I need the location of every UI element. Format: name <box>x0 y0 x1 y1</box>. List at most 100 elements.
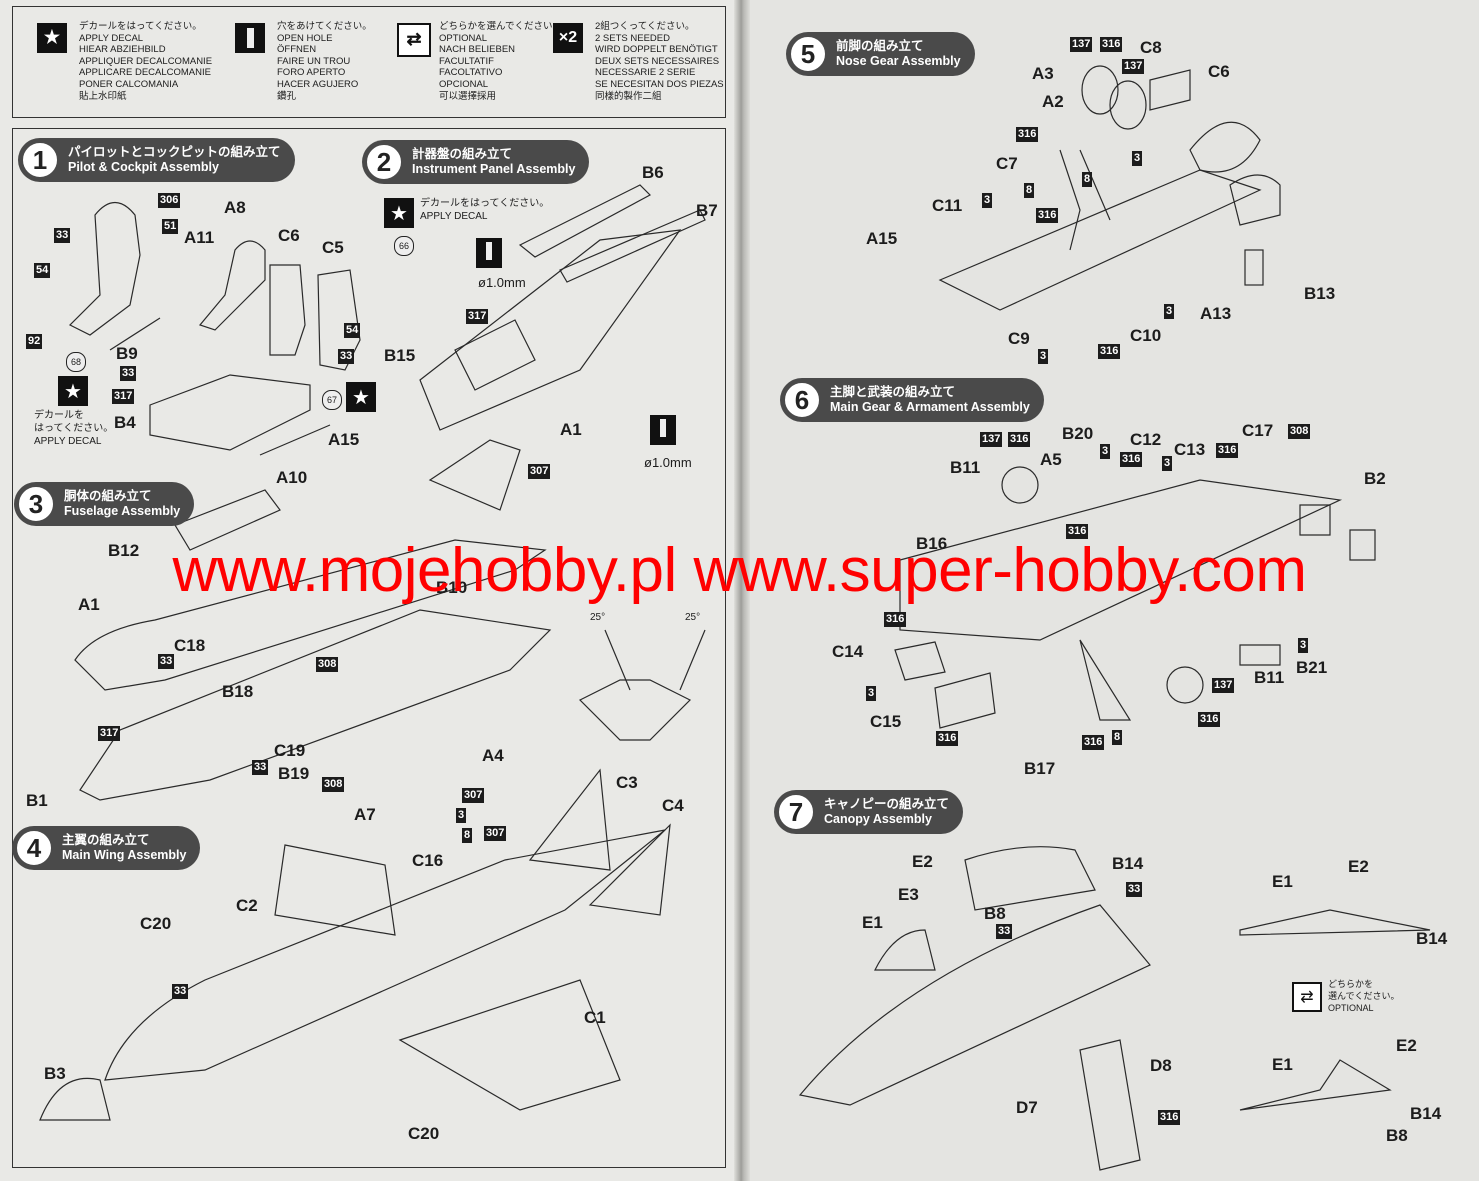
decal-number: 308 <box>322 777 345 792</box>
part-label: B16 <box>916 534 948 553</box>
part-label: B19 <box>278 764 310 783</box>
part-label: C12 <box>1130 430 1162 449</box>
part-label: C10 <box>1130 326 1162 345</box>
part-label: B9 <box>116 344 138 363</box>
optional-arrows-icon: ⇄ <box>1292 982 1322 1012</box>
part-label: A1 <box>78 595 100 614</box>
decal-number: 137 <box>980 432 1003 447</box>
part-label: E1 <box>1272 1055 1293 1074</box>
part-label: B12 <box>108 541 140 560</box>
two-sets-icon: ×2 <box>553 23 583 53</box>
decal-number: 316 <box>1066 524 1089 539</box>
drill-hole-icon <box>235 23 265 53</box>
decal-number: 137 <box>1070 37 1093 52</box>
decal-number: 307 <box>484 826 507 841</box>
decal-number: 8 <box>1112 730 1123 745</box>
star-icon: ★ <box>384 198 414 228</box>
part-label: A7 <box>354 805 376 824</box>
star-icon: ★ <box>37 23 67 53</box>
part-label: B2 <box>1364 469 1386 488</box>
decal-number: 3 <box>982 193 993 208</box>
part-label: C7 <box>996 154 1018 173</box>
part-label: C19 <box>274 741 306 760</box>
decal-number: 308 <box>1288 424 1311 439</box>
part-label: C14 <box>832 642 864 661</box>
part-label: D8 <box>1150 1056 1172 1075</box>
decal-number: 8 <box>462 828 473 843</box>
drill-hole-icon <box>476 238 502 268</box>
part-label: B21 <box>1296 658 1328 677</box>
decal-number: 3 <box>866 686 877 701</box>
decal-number: 33 <box>1126 882 1143 897</box>
part-label: B13 <box>1304 284 1336 303</box>
circled-decal-number: 68 <box>66 352 86 372</box>
circled-decal-number: 67 <box>322 390 342 410</box>
part-label: C8 <box>1140 38 1162 57</box>
part-label: B10 <box>436 578 468 597</box>
part-label: A2 <box>1042 92 1064 111</box>
decal-number: 33 <box>996 924 1013 939</box>
decal-number: 316 <box>1098 344 1121 359</box>
decal-number: 316 <box>1036 208 1059 223</box>
decal-number: 137 <box>1122 59 1145 74</box>
decal-number: 33 <box>158 654 175 669</box>
decal-number: 3 <box>1132 151 1143 166</box>
decal-number: 316 <box>1120 452 1143 467</box>
part-label: A4 <box>482 746 504 765</box>
decal-number: 3 <box>1162 456 1173 471</box>
part-label: D7 <box>1016 1098 1038 1117</box>
decal-number: 54 <box>34 263 51 278</box>
decal-number: 307 <box>462 788 485 803</box>
part-label: C20 <box>408 1124 440 1143</box>
decal-number: 33 <box>120 366 137 381</box>
part-label: B11 <box>950 458 981 477</box>
decal-number: 316 <box>1016 127 1039 142</box>
decal-number: 137 <box>1212 678 1235 693</box>
watermark-text: www.mojehobby.pl www.super-hobby.com <box>172 536 1307 605</box>
decal-number: 316 <box>1216 443 1239 458</box>
decal-number: 3 <box>456 808 467 823</box>
decal-number: 54 <box>344 323 361 338</box>
part-label: B6 <box>642 163 664 182</box>
decal-number: 316 <box>1158 1110 1181 1125</box>
decal-number: 317 <box>112 389 135 404</box>
decal-number: 33 <box>338 349 355 364</box>
decal-number: 33 <box>252 760 269 775</box>
decal-number: 92 <box>26 334 43 349</box>
decal-number: 317 <box>466 309 489 324</box>
part-label: E2 <box>1396 1036 1417 1055</box>
decal-number: 308 <box>316 657 339 672</box>
part-label: C16 <box>412 851 444 870</box>
part-label: A1 <box>560 420 582 439</box>
part-label: C15 <box>870 712 902 731</box>
part-label: C5 <box>322 238 344 257</box>
book-gutter <box>734 0 750 1181</box>
part-label: C20 <box>140 914 172 933</box>
decal-number: 316 <box>884 612 907 627</box>
part-label: A8 <box>224 198 246 217</box>
part-label: B11 <box>1254 668 1285 687</box>
decal-number: 316 <box>1100 37 1123 52</box>
part-label: B8 <box>984 904 1006 923</box>
part-label: C1 <box>584 1008 606 1027</box>
part-label: B8 <box>1386 1126 1408 1145</box>
part-label: E1 <box>1272 872 1293 891</box>
part-label: B15 <box>384 346 416 365</box>
decal-number: 316 <box>1008 432 1031 447</box>
decal-number: 307 <box>528 464 551 479</box>
part-label: E2 <box>912 852 933 871</box>
left-steps-frame <box>12 128 726 1168</box>
part-label: C2 <box>236 896 258 915</box>
decal-number: 8 <box>1024 183 1035 198</box>
part-label: C18 <box>174 636 206 655</box>
part-label: B14 <box>1410 1104 1442 1123</box>
part-label: C6 <box>1208 62 1230 81</box>
part-label: A11 <box>184 228 215 247</box>
